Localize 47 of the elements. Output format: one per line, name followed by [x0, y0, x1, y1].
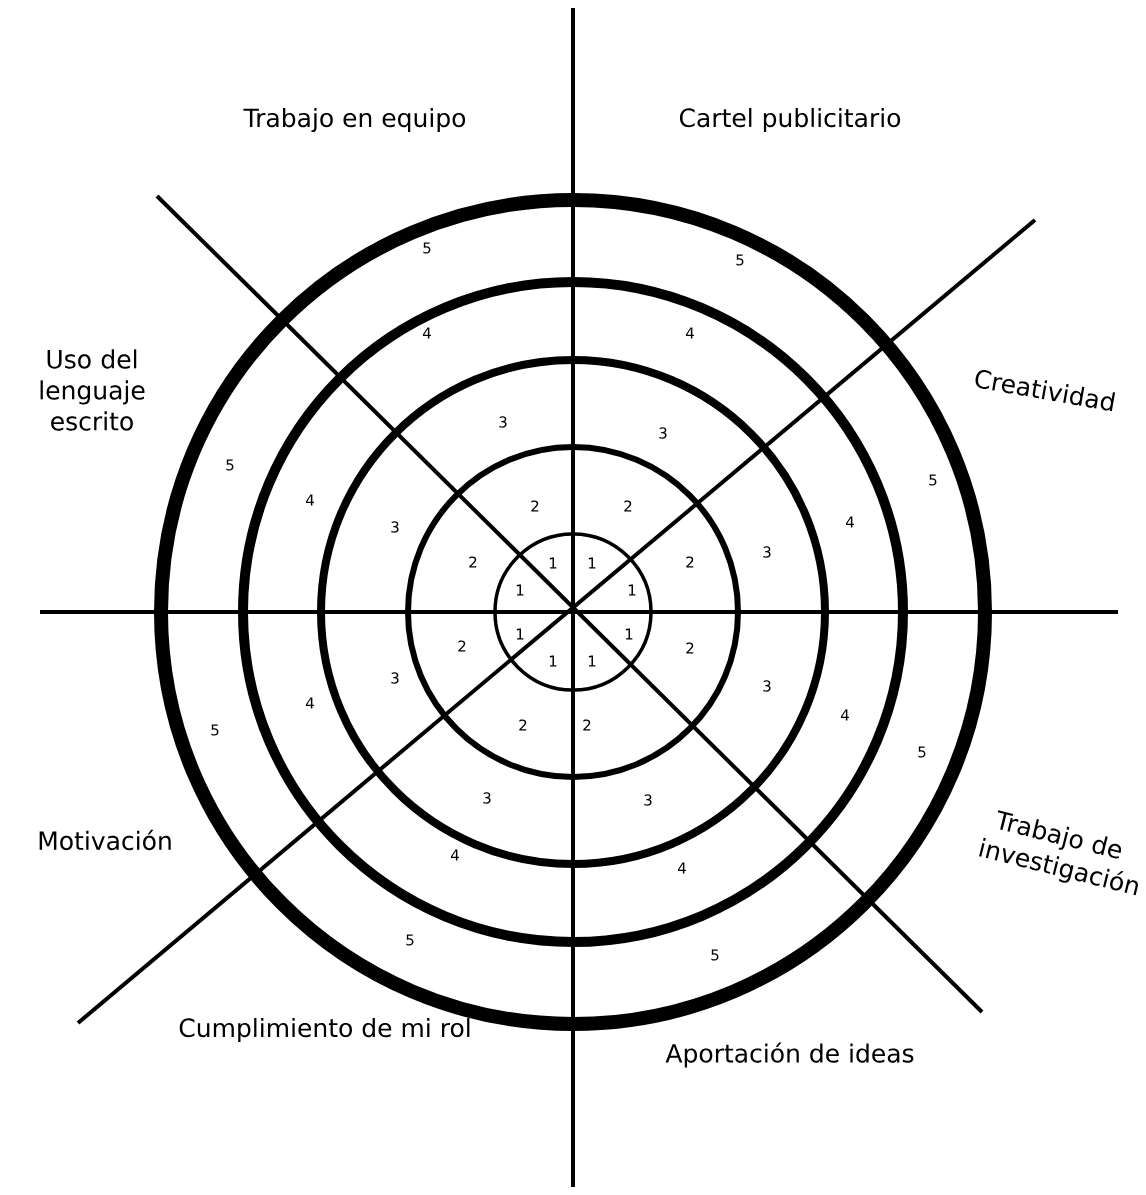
ring-number: 2 [686, 642, 694, 654]
ring-number: 5 [711, 949, 719, 961]
sector-label: Motivación [39, 829, 171, 851]
ring-number: 2 [624, 500, 632, 512]
ring-number: 2 [583, 719, 591, 731]
ring-number: 1 [549, 655, 557, 667]
ring-number: 5 [226, 459, 234, 471]
ring-number: 5 [406, 934, 414, 946]
ring-number: 4 [422, 327, 431, 339]
ring-number: 3 [763, 546, 771, 558]
ring-number: 3 [391, 521, 399, 533]
ring-number: 1 [549, 557, 557, 569]
ring-number: 4 [450, 849, 459, 861]
ring-number: 5 [736, 254, 744, 266]
ring-number: 4 [840, 709, 849, 721]
ring-number: 3 [483, 792, 491, 804]
ring-number: 3 [659, 427, 667, 439]
ring-number: 3 [763, 680, 771, 692]
sector-label: Cumplimiento de mi rol [179, 1017, 470, 1043]
ring-number: 4 [845, 516, 854, 528]
ring-number: 4 [685, 327, 694, 339]
ring-number: 1 [588, 557, 596, 569]
ring-number: 2 [686, 556, 694, 568]
ring-number: 1 [588, 655, 596, 667]
sector-label: Uso del lenguaje escrito [40, 349, 145, 431]
ring-number: 2 [458, 640, 466, 652]
ring-number: 1 [516, 628, 524, 640]
ring-number: 2 [469, 556, 477, 568]
sector-label: Aportación de ideas [665, 1042, 914, 1068]
ring-number: 2 [519, 719, 527, 731]
ring-number: 4 [677, 862, 686, 874]
ring-number: 1 [628, 584, 636, 596]
ring-number: 2 [531, 500, 539, 512]
ring-number: 5 [918, 746, 926, 758]
sector-label: Trabajo en equipo [243, 107, 466, 133]
sector-label: Creatividad [975, 370, 1116, 412]
sector-label: Cartel publicitario [679, 107, 901, 133]
ring-number: 5 [929, 474, 937, 486]
ring-number: 5 [211, 724, 219, 736]
ring-number: 4 [305, 494, 314, 506]
ring-number: 1 [516, 584, 524, 596]
ring-number: 1 [625, 628, 633, 640]
ring-number: 5 [423, 242, 431, 254]
ring-number: 4 [305, 697, 314, 709]
ring-number: 3 [499, 416, 507, 428]
ring-number: 3 [644, 794, 652, 806]
ring-number: 3 [391, 672, 399, 684]
